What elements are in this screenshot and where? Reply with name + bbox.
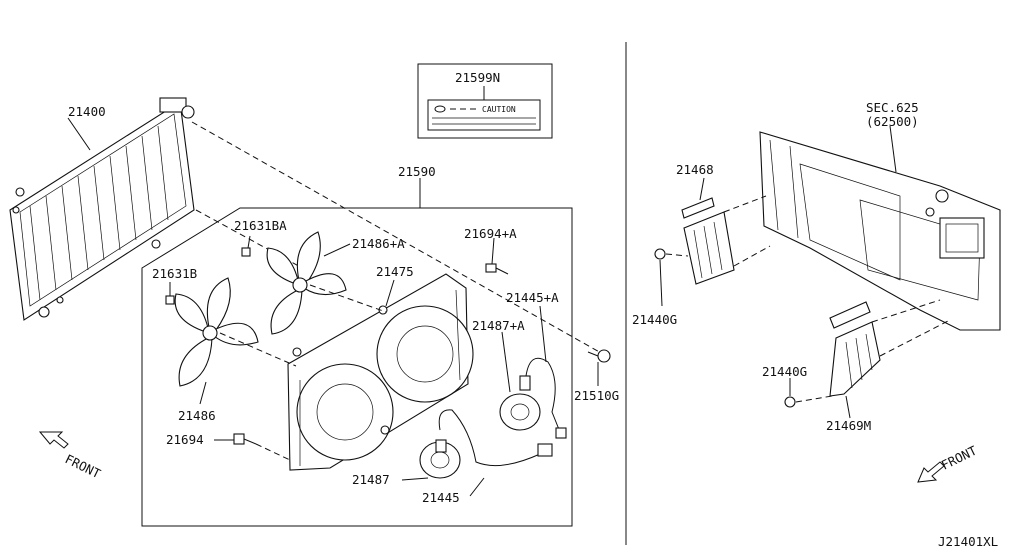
caution-sticker: CAUTION: [427, 99, 541, 131]
label-motor-a: 21487+A: [472, 318, 525, 333]
upper-duct-part: [681, 197, 735, 285]
clip-upper-part: [654, 248, 666, 260]
caution-text: CAUTION: [482, 105, 516, 114]
label-sec-ref: SEC.625: [866, 100, 919, 115]
label-fan: 21486: [178, 408, 216, 423]
label-radiator: 21400: [68, 104, 106, 119]
label-bolt-21631ba: 21631BA: [234, 218, 287, 233]
fan-assembly-box: [141, 207, 573, 527]
label-shroud: 21475: [376, 264, 414, 279]
fan-a-part: [266, 231, 347, 335]
label-harness: 21445: [422, 490, 460, 505]
fan-part: [174, 277, 259, 387]
label-clip-upper: 21440G: [632, 312, 677, 327]
label-fan-a: 21486+A: [352, 236, 405, 251]
bolt-21694a-part: [485, 263, 509, 275]
diagram-id: J21401XL: [938, 534, 998, 549]
label-duct-upper: 21468: [676, 162, 714, 177]
label-front-right: FRONT: [939, 443, 980, 473]
label-bolt-21694a: 21694+A: [464, 226, 517, 241]
core-support-part: [759, 131, 1001, 331]
label-clip-21510g: 21510G: [574, 388, 619, 403]
label-front-left: FRONT: [63, 451, 104, 481]
label-motor: 21487: [352, 472, 390, 487]
bolt-21631b-part: [165, 295, 175, 305]
motor-part: [419, 409, 553, 479]
front-arrow-left: [38, 431, 69, 449]
caution-label-box: [417, 63, 553, 139]
clip-21510g-part: [587, 349, 611, 363]
clip-lower-part: [784, 396, 796, 408]
front-arrow-right: [917, 461, 945, 483]
label-bolt-21694: 21694: [166, 432, 204, 447]
label-bolt-21631b: 21631B: [152, 266, 197, 281]
fan-shroud-part: [287, 273, 474, 471]
label-clip-lower: 21440G: [762, 364, 807, 379]
motor-a-part: [499, 357, 567, 439]
bolt-21694-part: [233, 433, 257, 445]
label-caution-part: 21599N: [455, 70, 500, 85]
label-fan-assembly: 21590: [398, 164, 436, 179]
label-harness-a: 21445+A: [506, 290, 559, 305]
bolt-21631ba-part: [241, 247, 251, 257]
label-duct-lower: 21469M: [826, 418, 871, 433]
lower-duct-part: [829, 301, 881, 397]
label-sec-sub: (62500): [866, 114, 919, 129]
radiator-part: [9, 97, 195, 321]
